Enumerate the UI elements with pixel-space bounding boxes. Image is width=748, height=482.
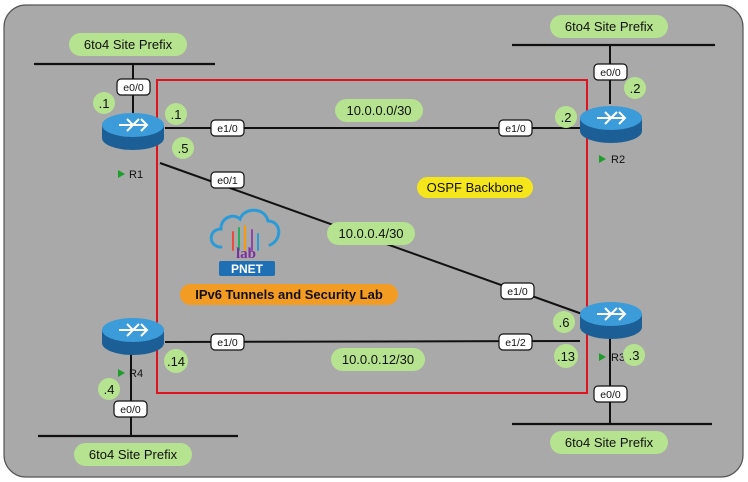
- svg-text:e0/0: e0/0: [120, 404, 141, 416]
- svg-text:e0/0: e0/0: [123, 82, 144, 94]
- svg-text:e1/0: e1/0: [505, 123, 526, 135]
- iface-r4-e00: e0/0: [113, 400, 148, 418]
- svg-text:e1/0: e1/0: [507, 286, 528, 298]
- svg-text:R2: R2: [611, 154, 625, 166]
- router-status-icon: [118, 369, 125, 377]
- svg-text:.2: .2: [630, 81, 641, 96]
- svg-text:.13: .13: [557, 349, 575, 364]
- svg-text:6to4 Site Prefix: 6to4 Site Prefix: [84, 37, 173, 52]
- lan-segments: [34, 43, 715, 438]
- router-label-r3: R3: [599, 352, 625, 364]
- subnet-labels: 10.0.0.0/30 10.0.0.4/30 10.0.0.12/30: [327, 99, 425, 371]
- iface-r3-e00: e0/0: [593, 385, 628, 403]
- svg-text:.3: .3: [629, 348, 640, 363]
- host-id-r4-lan: .4: [98, 378, 120, 400]
- svg-text:.1: .1: [171, 107, 182, 122]
- svg-text:e1/0: e1/0: [217, 123, 238, 135]
- site-prefix-r1: 6to4 Site Prefix: [69, 33, 187, 56]
- svg-text:.14: .14: [167, 354, 185, 369]
- iface-r2-e00: e0/0: [593, 63, 628, 81]
- iface-r1-e10: e1/0: [210, 119, 245, 137]
- interface-labels: e0/0 e0/0 e0/0 e0/0 e1/0 e1/0 e0/1 e1/0: [113, 63, 628, 418]
- svg-text:.5: .5: [178, 141, 189, 156]
- svg-text:10.0.0.0/30: 10.0.0.0/30: [346, 103, 411, 118]
- router-r2[interactable]: [580, 106, 642, 143]
- subnet-r4-r3: 10.0.0.12/30: [331, 348, 425, 371]
- svg-text:6to4 Site Prefix: 6to4 Site Prefix: [89, 447, 178, 462]
- iface-r1-e01: e0/1: [210, 171, 245, 189]
- iface-r4-e10: e1/0: [210, 333, 245, 351]
- routers: [102, 106, 642, 355]
- host-id-r1-link1: .1: [165, 103, 187, 125]
- iface-r2-e10: e1/0: [498, 119, 533, 137]
- svg-text:e0/0: e0/0: [600, 389, 621, 401]
- svg-text:R4: R4: [129, 368, 143, 380]
- svg-text:10.0.0.12/30: 10.0.0.12/30: [342, 352, 414, 367]
- iface-r1-e00: e0/0: [116, 78, 151, 96]
- svg-text:R3: R3: [611, 352, 625, 364]
- router-status-icon: [599, 353, 606, 361]
- host-id-r4-link3: .14: [164, 349, 188, 373]
- ospf-area-border: [156, 79, 588, 394]
- svg-text:.2: .2: [561, 110, 572, 125]
- svg-text:10.0.0.4/30: 10.0.0.4/30: [338, 226, 403, 241]
- ospf-backbone-label: OSPF Backbone: [417, 177, 533, 198]
- router-r3[interactable]: [580, 302, 642, 339]
- iface-r3-e12: e1/2: [498, 333, 533, 351]
- router-labels: R1 R2 R3 R4: [118, 154, 625, 380]
- svg-text:e1/0: e1/0: [217, 337, 238, 349]
- router-r1[interactable]: [102, 113, 164, 150]
- svg-text:e0/1: e0/1: [217, 175, 238, 187]
- router-label-r4: R4: [118, 368, 143, 380]
- subnet-r1-r3: 10.0.0.4/30: [327, 222, 415, 245]
- host-id-r3-link2: .6: [553, 311, 575, 333]
- host-id-r2-lan: .2: [624, 77, 646, 99]
- svg-text:R1: R1: [129, 169, 143, 181]
- site-prefix-r4: 6to4 Site Prefix: [74, 443, 192, 466]
- svg-text:OSPF Backbone: OSPF Backbone: [427, 180, 524, 195]
- iface-r3-e10: e1/0: [500, 282, 535, 300]
- svg-text:PNET: PNET: [231, 262, 264, 276]
- host-id-labels: .1 .1 .5 .2 .2 .6 .13 .3: [93, 77, 646, 400]
- host-id-r3-link3: .13: [554, 344, 578, 368]
- svg-text:lab: lab: [236, 246, 256, 262]
- svg-text:6to4 Site Prefix: 6to4 Site Prefix: [565, 435, 654, 450]
- router-status-icon: [118, 170, 125, 178]
- router-status-icon: [599, 155, 606, 163]
- site-prefix-r3: 6to4 Site Prefix: [550, 431, 668, 454]
- host-id-r3-lan: .3: [623, 344, 645, 366]
- router-r4[interactable]: [102, 318, 164, 355]
- site-prefix-labels: 6to4 Site Prefix 6to4 Site Prefix 6to4 S…: [69, 15, 668, 466]
- svg-text:IPv6 Tunnels and Security Lab: IPv6 Tunnels and Security Lab: [195, 287, 383, 302]
- svg-text:e0/0: e0/0: [600, 67, 621, 79]
- svg-text:.4: .4: [104, 382, 115, 397]
- site-prefix-r2: 6to4 Site Prefix: [550, 15, 668, 38]
- cloud-icon: [209, 208, 281, 249]
- svg-text:.1: .1: [99, 96, 110, 111]
- host-id-r1-lan: .1: [93, 92, 115, 114]
- router-label-r2: R2: [599, 154, 625, 166]
- subnet-r1-r2: 10.0.0.0/30: [335, 99, 423, 122]
- pnet-logo: lab PNET: [209, 208, 281, 276]
- svg-text:6to4 Site Prefix: 6to4 Site Prefix: [565, 19, 654, 34]
- host-id-r1-link2: .5: [172, 137, 194, 159]
- svg-text:.6: .6: [559, 315, 570, 330]
- router-label-r1: R1: [118, 169, 143, 181]
- lab-title: IPv6 Tunnels and Security Lab: [180, 284, 398, 305]
- host-id-r2-link1: .2: [555, 106, 577, 128]
- svg-text:e1/2: e1/2: [505, 337, 526, 349]
